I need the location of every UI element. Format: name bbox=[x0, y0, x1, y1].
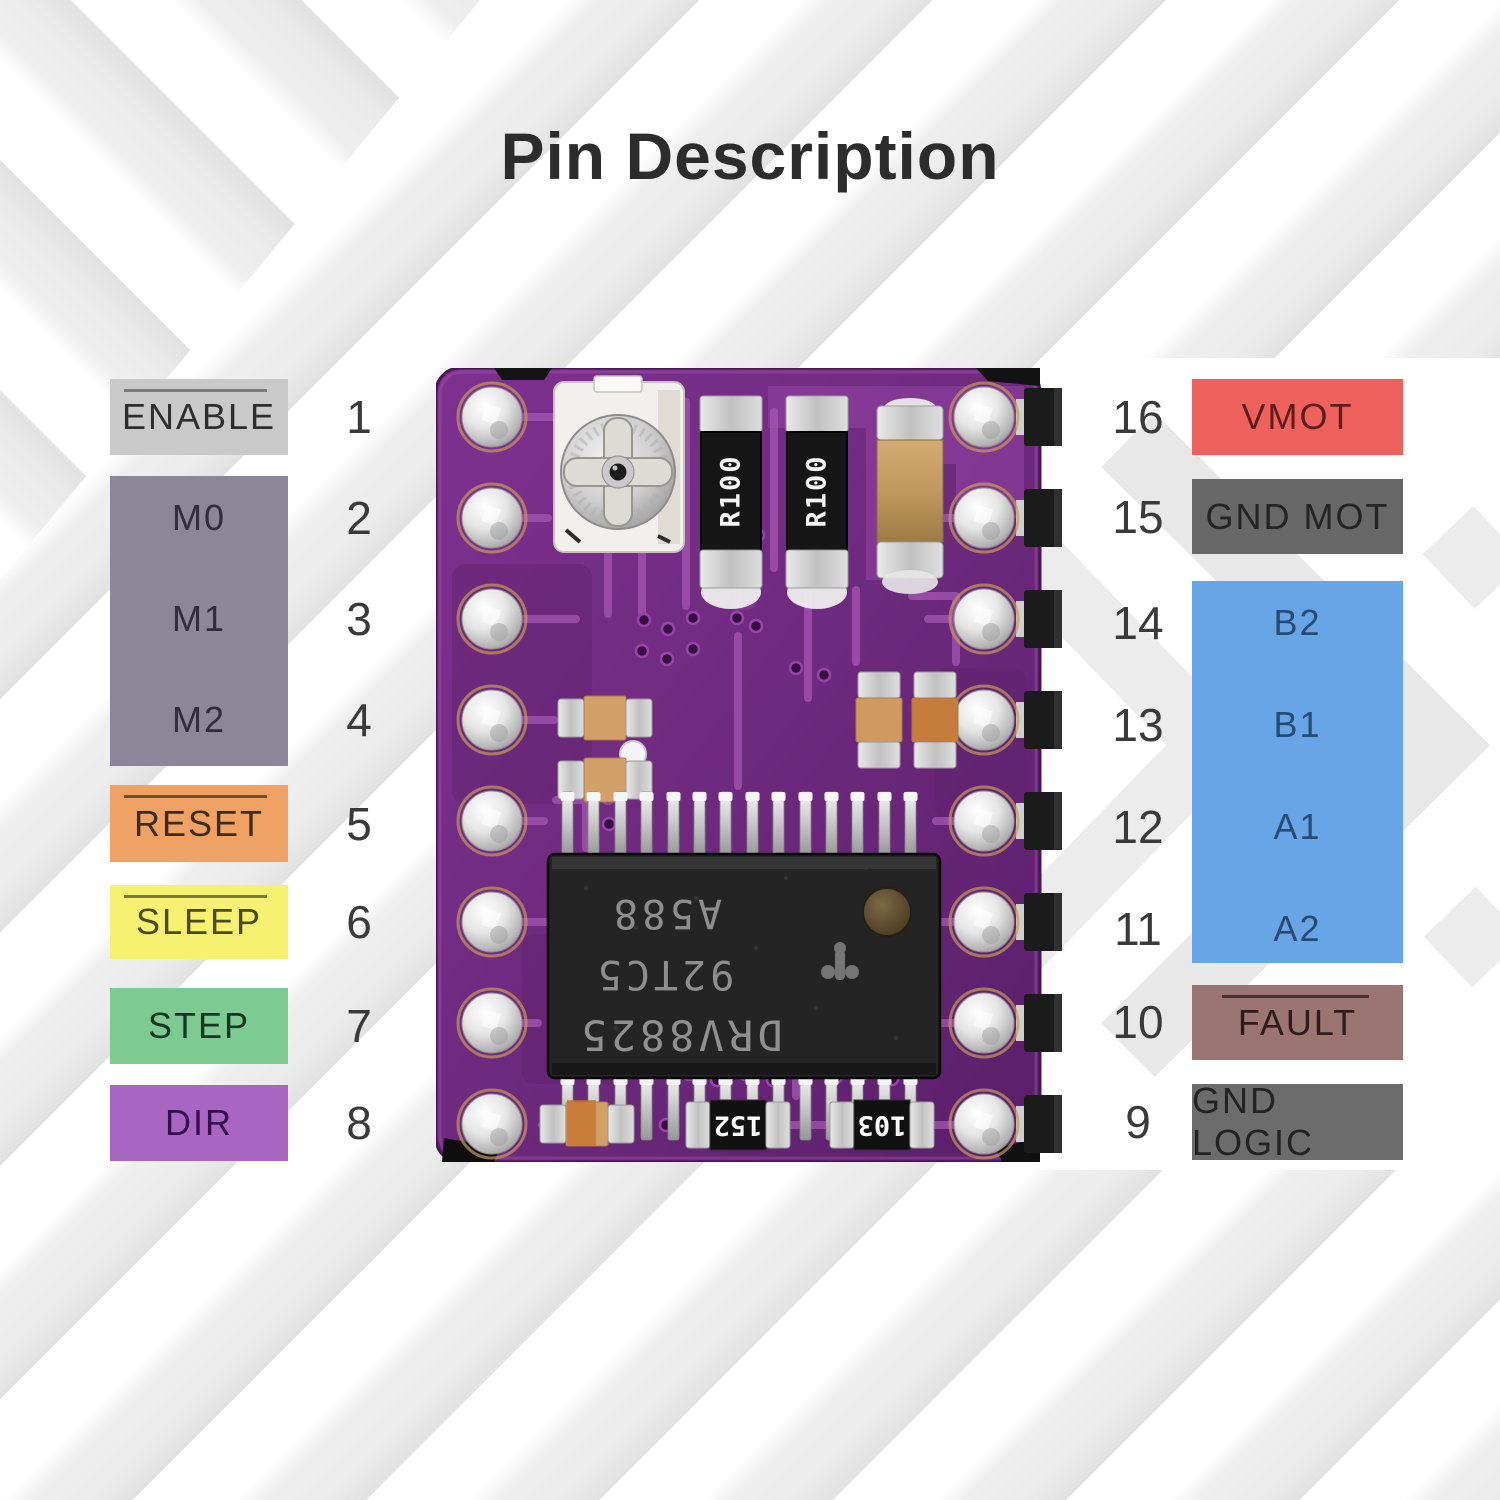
pin-number: 16 bbox=[1112, 391, 1164, 443]
pin-label-group-microstep: M0 M1 M2 bbox=[110, 476, 288, 766]
sense-resistor-1: R100 bbox=[699, 395, 763, 609]
pin-number: 6 bbox=[346, 896, 372, 948]
pin-label-text: A2 bbox=[1273, 908, 1322, 949]
pin-label-gnd-mot: GND MOT bbox=[1192, 479, 1403, 554]
pin-label-text: B2 bbox=[1273, 602, 1322, 643]
pcb-drawing: R100 R100 bbox=[434, 366, 1062, 1164]
resistor-marking: R100 bbox=[802, 454, 833, 527]
resistor-marking: R100 bbox=[716, 454, 747, 527]
page-title: Pin Description bbox=[500, 119, 1000, 193]
pin-label-text: M1 bbox=[171, 598, 226, 639]
pin-label-sleep: SLEEP bbox=[110, 885, 288, 959]
active-low-overline bbox=[1221, 995, 1370, 998]
sense-resistor-2: R100 bbox=[785, 395, 849, 609]
ti-logo bbox=[821, 942, 859, 980]
pin-number: 8 bbox=[346, 1097, 372, 1149]
pin-number: 9 bbox=[1125, 1096, 1151, 1148]
chip-marking-line-2: 92TC5 bbox=[594, 951, 734, 997]
pin-label-dir: DIR bbox=[110, 1085, 288, 1161]
pin-number: 5 bbox=[346, 798, 372, 850]
active-low-overline bbox=[124, 895, 267, 898]
pin-label-reset: RESET bbox=[110, 785, 288, 862]
pin-number: 4 bbox=[346, 694, 372, 746]
pin-label-text: FAULT bbox=[1237, 1001, 1358, 1043]
drv8825-chip: A588 92TC5 DRV8825 bbox=[546, 791, 942, 1141]
pin-label-vmot: VMOT bbox=[1192, 379, 1403, 455]
pin-number: 2 bbox=[346, 492, 372, 544]
driver-board-photo: R100 R100 bbox=[434, 366, 1076, 1164]
pin-number: 3 bbox=[346, 593, 372, 645]
pin-label-enable: ENABLE bbox=[110, 379, 288, 455]
pin-label-text: B1 bbox=[1273, 704, 1322, 745]
pin-label-text: M0 bbox=[171, 497, 226, 538]
pin-number: 14 bbox=[1112, 597, 1164, 649]
pin-label-gnd-logic: GND LOGIC bbox=[1192, 1080, 1403, 1163]
pin-number: 7 bbox=[346, 1000, 372, 1052]
pin-label-text: STEP bbox=[147, 1005, 251, 1046]
pin-label-text: ENABLE bbox=[121, 396, 277, 437]
pin-number: 13 bbox=[1112, 699, 1164, 751]
pin-number: 12 bbox=[1112, 801, 1164, 853]
pin-label-text: A1 bbox=[1273, 806, 1322, 847]
pin-label-text: VMOT bbox=[1241, 396, 1354, 437]
pin-label-text: GND LOGIC bbox=[1192, 1080, 1315, 1163]
pin-label-fault: FAULT bbox=[1192, 985, 1403, 1060]
pin-label-text: DIR bbox=[165, 1102, 233, 1143]
active-low-overline bbox=[124, 795, 267, 798]
pin-label-text: GND MOT bbox=[1205, 495, 1390, 537]
resistor-marking: 152 bbox=[714, 1110, 763, 1141]
active-low-overline bbox=[124, 389, 267, 392]
bottom-components: 152 103 bbox=[539, 1099, 935, 1151]
pin-number: 1 bbox=[346, 391, 372, 443]
chip-marking-line-3: A588 bbox=[610, 890, 722, 936]
pin-number: 11 bbox=[1114, 903, 1162, 955]
pin-label-step: STEP bbox=[110, 988, 288, 1064]
pin-number: 10 bbox=[1112, 996, 1164, 1048]
pin-label-text: M2 bbox=[171, 699, 226, 740]
chip-dimple bbox=[862, 887, 912, 937]
pin-number: 15 bbox=[1112, 491, 1164, 543]
chip-marking-line-1: DRV8825 bbox=[577, 1011, 782, 1060]
pin-label-text: RESET bbox=[133, 802, 265, 844]
smd-capacitors bbox=[557, 671, 959, 803]
pin-label-text: SLEEP bbox=[135, 901, 263, 942]
current-adjust-potentiometer bbox=[553, 375, 685, 553]
resistor-marking: 103 bbox=[858, 1110, 907, 1141]
bulk-capacitor bbox=[876, 398, 944, 594]
pin-label-group-motor-outputs: B2 B1 A1 A2 bbox=[1192, 581, 1403, 963]
